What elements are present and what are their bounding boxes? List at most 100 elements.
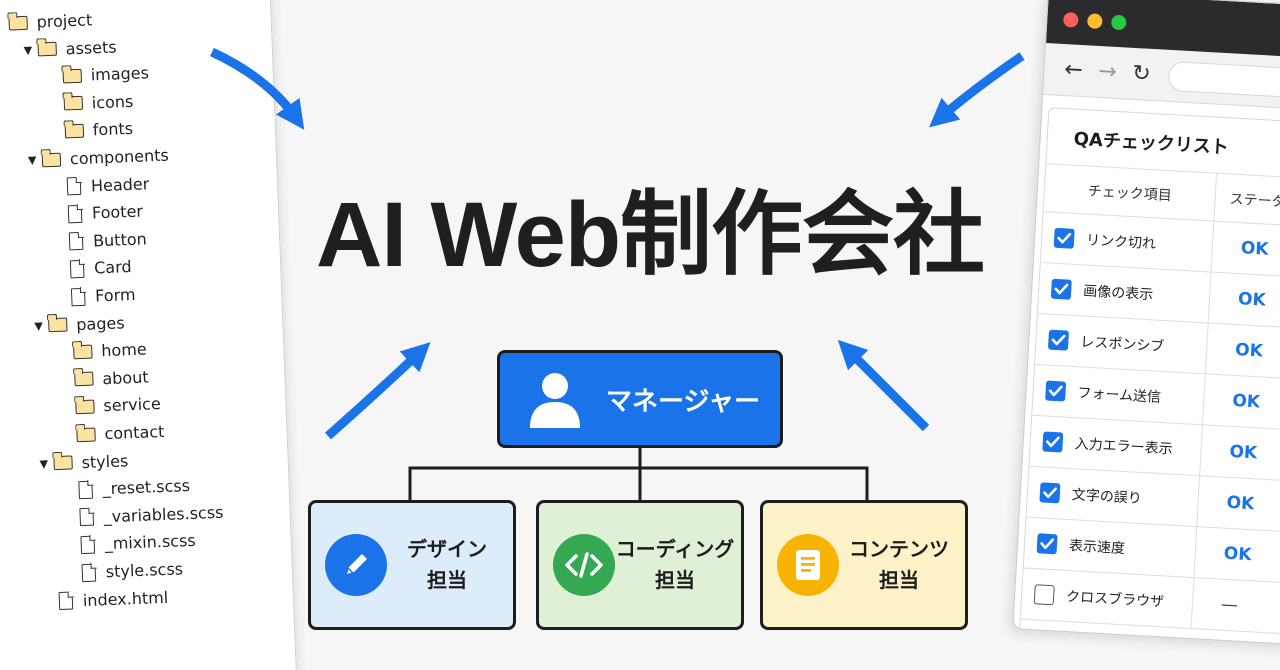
address-bar[interactable] <box>1167 60 1280 99</box>
tree-item-label: Button <box>92 229 148 251</box>
status-badge: OK <box>1210 221 1280 279</box>
checkbox[interactable] <box>1033 584 1055 606</box>
folder-icon <box>76 427 96 442</box>
team-design-line2: 担当 <box>427 568 467 592</box>
tree-item[interactable]: Button <box>68 229 148 251</box>
qa-item-cell: 文字の誤り <box>1027 482 1198 511</box>
checkbox[interactable] <box>1053 227 1075 249</box>
tree-item[interactable]: project <box>8 10 93 32</box>
tree-item[interactable]: fonts <box>64 119 133 141</box>
tree-item[interactable]: Footer <box>67 202 143 224</box>
reload-icon[interactable]: ↻ <box>1131 60 1152 87</box>
folder-icon <box>48 317 68 333</box>
qa-item-label: 入力エラー表示 <box>1074 436 1173 458</box>
file-icon <box>69 259 85 279</box>
back-arrow-icon[interactable]: ← <box>1063 57 1084 84</box>
table-row: レスポンシブ OK <box>1035 313 1280 382</box>
tree-item[interactable]: service <box>75 394 161 416</box>
status-badge: OK <box>1204 323 1280 381</box>
arrow-up-left <box>325 342 431 440</box>
tree-item-label: _variables.scss <box>103 502 224 527</box>
tree-item[interactable]: icons <box>63 92 134 114</box>
close-window-button[interactable] <box>1062 11 1079 28</box>
tree-item[interactable]: contact <box>76 422 165 444</box>
tree-item-label: index.html <box>82 587 169 610</box>
folder-icon <box>64 123 85 139</box>
qa-item-cell: クロスブラウザ <box>1022 584 1193 613</box>
chevron-down-icon[interactable]: ▼ <box>27 153 37 167</box>
org-connector <box>408 448 869 502</box>
page-title: AI Web制作会社 <box>315 184 985 286</box>
folder-icon <box>8 15 28 31</box>
tree-item[interactable]: _mixin.scss <box>80 531 196 555</box>
manager-label: マネージャー <box>606 386 761 417</box>
status-badge: OK <box>1193 527 1280 585</box>
file-tree-panel: project ▼assets images icons fonts ▼component… <box>0 0 298 670</box>
chevron-down-icon[interactable]: ▼ <box>34 319 44 333</box>
checkmark-icon <box>1040 538 1055 550</box>
forward-arrow-icon[interactable]: → <box>1097 58 1118 85</box>
checkbox[interactable] <box>1047 329 1070 351</box>
file-icon <box>80 535 96 555</box>
tree-item-label: _reset.scss <box>102 476 191 499</box>
tree-item[interactable]: index.html <box>45 587 169 611</box>
col-header-status: ステータ <box>1213 173 1280 228</box>
tree-item-label: Card <box>93 257 132 278</box>
folder-icon <box>74 371 94 387</box>
user-icon <box>530 373 580 428</box>
tree-item[interactable]: Card <box>69 257 132 279</box>
chevron-down-icon[interactable]: ▼ <box>23 43 33 57</box>
file-icon <box>66 176 82 196</box>
qa-item-label: レスポンシブ <box>1079 334 1165 356</box>
team-coding: コーディング 担当 <box>536 500 744 630</box>
qa-item-label: 文字の誤り <box>1071 487 1143 508</box>
file-icon <box>58 591 74 611</box>
tree-item[interactable]: about <box>74 367 149 389</box>
folder-icon <box>63 96 84 111</box>
tree-item[interactable]: _variables.scss <box>79 502 224 527</box>
folder-icon <box>53 455 73 471</box>
tree-item-label: contact <box>104 421 165 444</box>
checkbox[interactable] <box>1036 533 1058 555</box>
checkbox[interactable] <box>1039 482 1061 504</box>
pencil-icon <box>325 534 387 596</box>
tree-item[interactable]: style.scss <box>81 559 183 582</box>
status-badge: OK <box>1196 476 1280 534</box>
checkbox[interactable] <box>1042 431 1064 453</box>
minimize-window-button[interactable] <box>1086 13 1103 30</box>
tree-item[interactable]: ▼pages <box>34 313 125 335</box>
qa-item-cell: 画像の表示 <box>1039 278 1210 307</box>
tree-item[interactable]: ▼ styles <box>39 451 128 473</box>
qa-item-label: クロスブラウザ <box>1065 588 1165 611</box>
tree-item[interactable]: ▼components <box>28 146 169 170</box>
tree-item[interactable]: images <box>62 63 149 85</box>
arrow-browser-to-title <box>929 52 1025 128</box>
checkmark-icon <box>1045 436 1060 448</box>
maximize-window-button[interactable] <box>1110 14 1127 31</box>
team-content: コンテンツ 担当 <box>760 500 968 630</box>
checkmark-icon <box>1051 334 1066 346</box>
tree-item[interactable]: ▼assets <box>23 37 116 60</box>
qa-item-cell: レスポンシブ <box>1036 329 1207 358</box>
tree-item[interactable]: Header <box>66 174 150 196</box>
folder-icon <box>62 68 83 84</box>
manager-box: マネージャー <box>497 350 783 448</box>
tree-item[interactable]: _reset.scss <box>78 476 190 499</box>
status-badge: — <box>1190 578 1280 636</box>
file-icon <box>70 287 86 306</box>
checkbox[interactable] <box>1045 380 1067 402</box>
tree-item[interactable]: home <box>73 340 147 362</box>
team-content-line1: コンテンツ <box>849 537 949 561</box>
tree-item-label: styles <box>81 450 129 472</box>
arrow-up-right <box>837 339 930 432</box>
table-row: 文字の誤り OK <box>1026 466 1280 535</box>
chevron-down-icon[interactable]: ▼ <box>39 456 49 471</box>
checkbox[interactable] <box>1050 278 1072 300</box>
tree-item[interactable]: Form <box>70 285 136 306</box>
qa-item-cell: フォーム送信 <box>1033 380 1204 409</box>
